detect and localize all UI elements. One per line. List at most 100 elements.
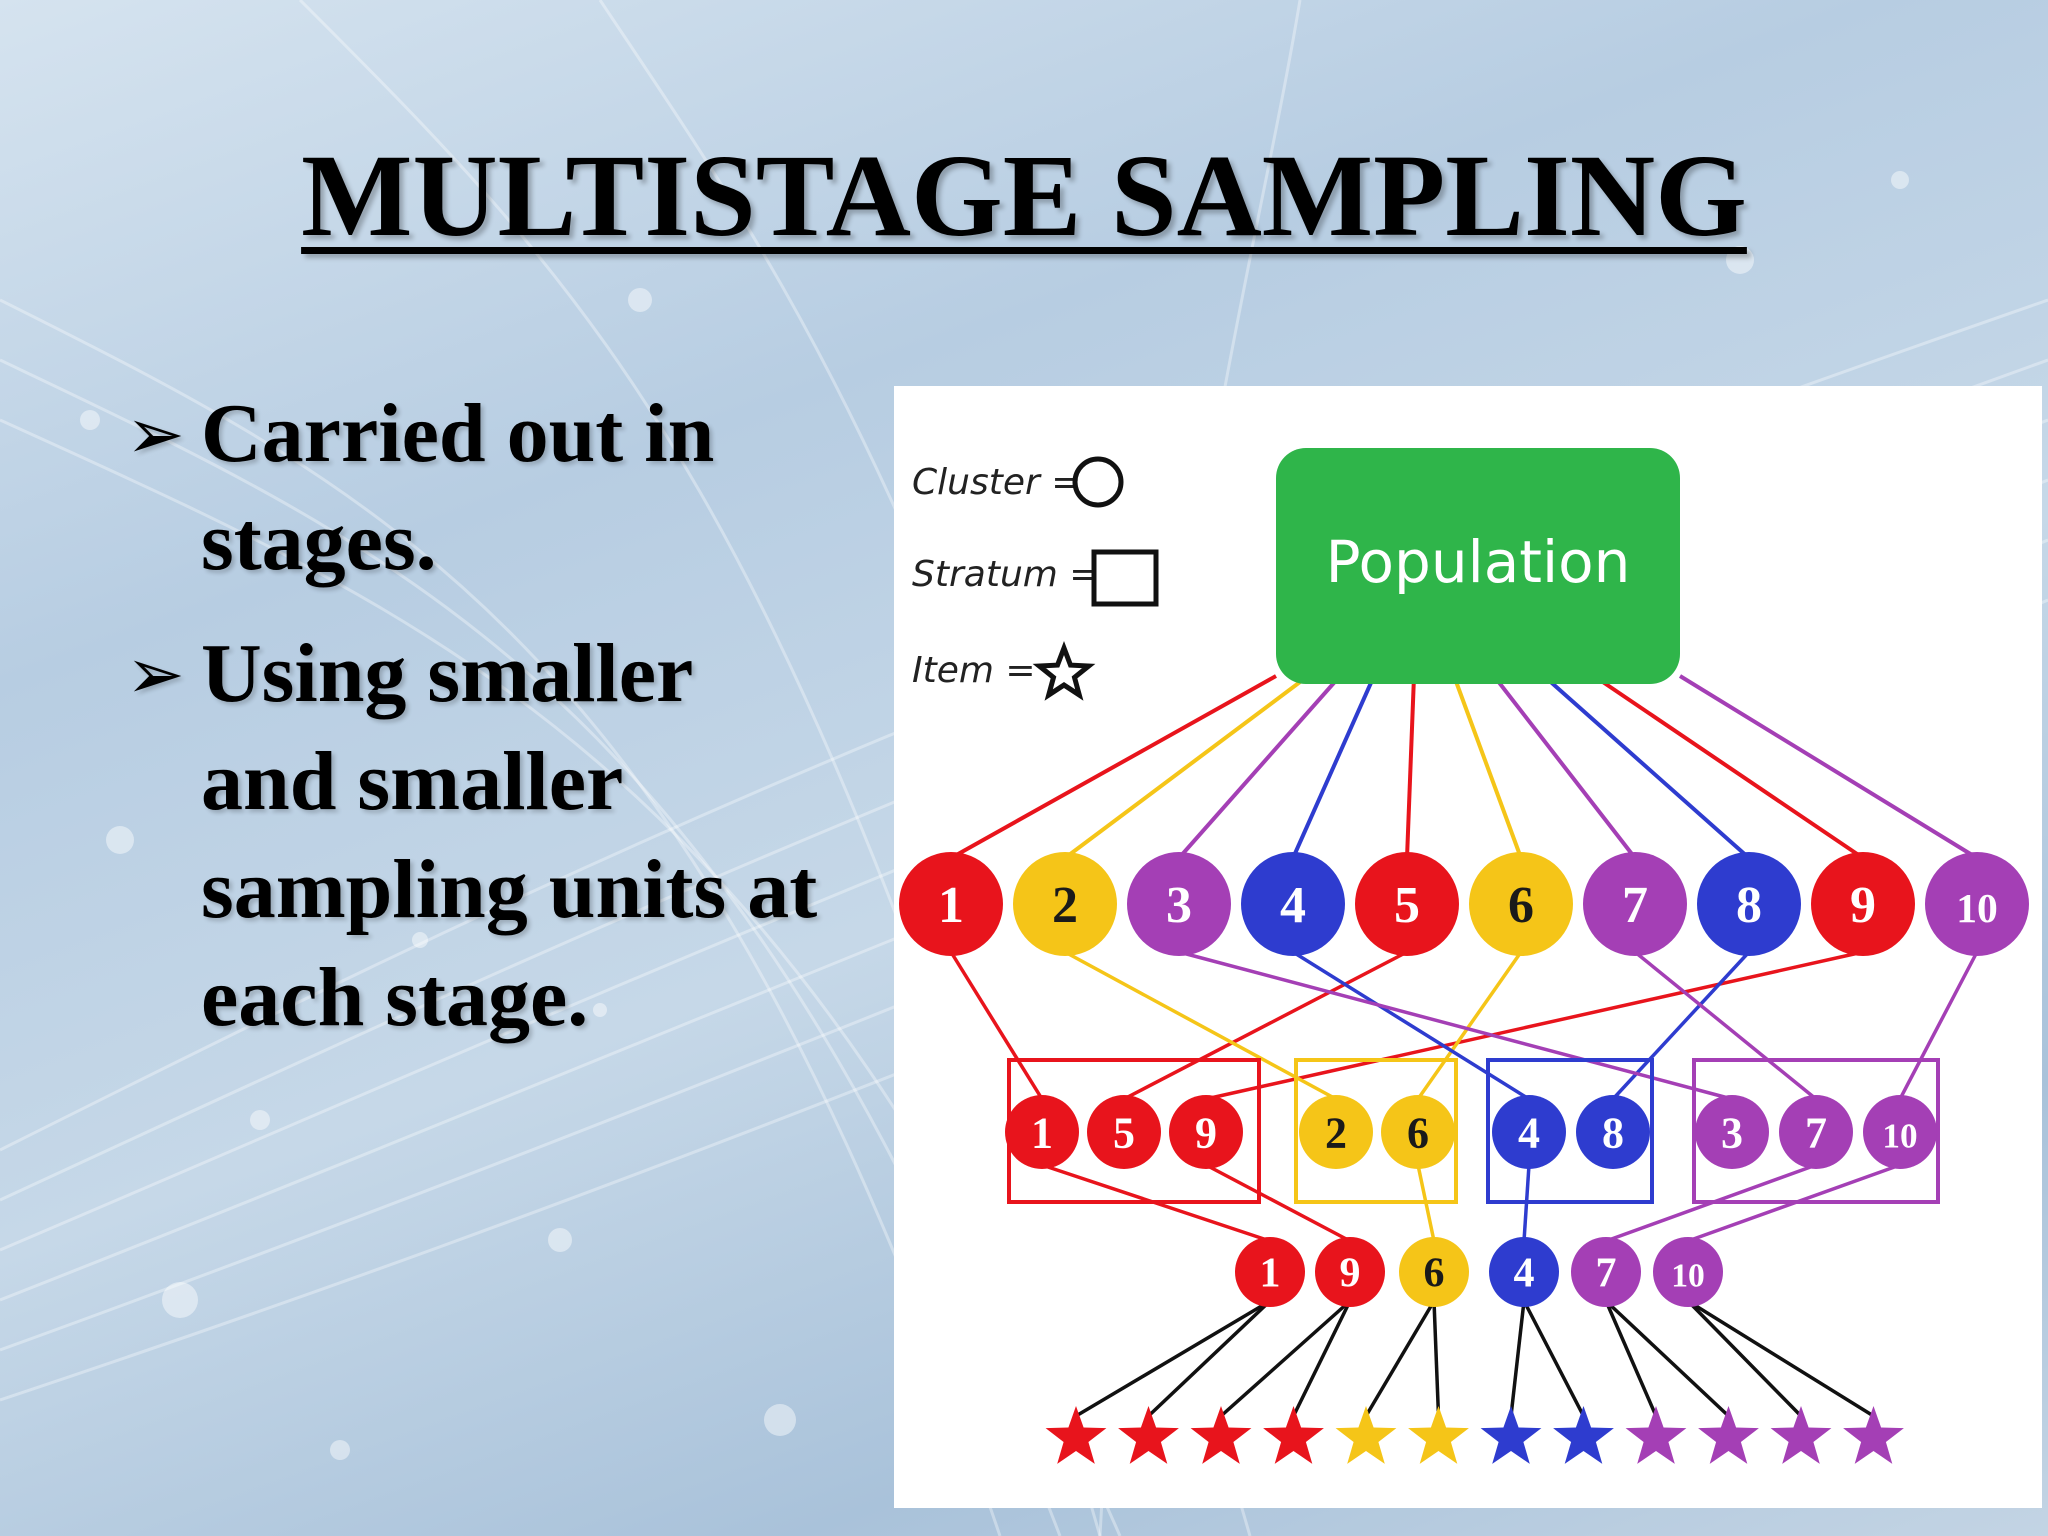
cluster-circle bbox=[1492, 1095, 1566, 1169]
item-link bbox=[1364, 1300, 1436, 1417]
stratum-link bbox=[1292, 950, 1530, 1101]
cluster-circle bbox=[1241, 852, 1345, 956]
cluster-label: 9 bbox=[1850, 877, 1876, 934]
cluster-label: 8 bbox=[1602, 1108, 1624, 1157]
arrow-bullet-icon: ➢ bbox=[126, 393, 185, 475]
item-star bbox=[1190, 1406, 1252, 1464]
stratum-box bbox=[1692, 1058, 1940, 1204]
item-star bbox=[1408, 1406, 1469, 1464]
cluster-label: 10 bbox=[1956, 885, 1998, 931]
cluster-label: 4 bbox=[1518, 1108, 1540, 1157]
cluster-circle bbox=[1469, 852, 1573, 956]
legend: Cluster = Stratum = Item = bbox=[912, 456, 1159, 701]
cluster-circle bbox=[1697, 852, 1801, 956]
stratum-link bbox=[1178, 950, 1733, 1101]
stratum-link bbox=[949, 951, 1044, 1100]
item-star bbox=[1118, 1406, 1179, 1464]
cluster-circle bbox=[1087, 1095, 1161, 1169]
stratum-link bbox=[1898, 951, 1979, 1100]
connector-lines bbox=[949, 674, 1979, 1418]
cluster-circle bbox=[1235, 1237, 1305, 1307]
population-link bbox=[1492, 674, 1637, 860]
cluster-label: 1 bbox=[938, 877, 964, 934]
cluster-circle bbox=[1169, 1095, 1243, 1169]
cluster-circle bbox=[899, 852, 1003, 956]
population-link bbox=[1291, 675, 1376, 859]
cluster-circle bbox=[1399, 1237, 1469, 1307]
cluster-label: 2 bbox=[1325, 1108, 1347, 1157]
bullet-text: Carried out in stages. bbox=[201, 387, 715, 588]
star-icon bbox=[1032, 640, 1096, 701]
stratum-link bbox=[1416, 950, 1523, 1101]
bullet-list: ➢ Carried out in stages. ➢ Using smaller… bbox=[126, 380, 826, 1076]
multistage-sampling-diagram: Cluster = Stratum = Item = Population 1 2… bbox=[899, 448, 2029, 1464]
cluster-label: 9 bbox=[1340, 1251, 1361, 1297]
population-link bbox=[950, 674, 1277, 860]
cluster-label: 7 bbox=[1805, 1108, 1827, 1157]
population-box bbox=[1276, 448, 1680, 684]
item-star bbox=[1770, 1406, 1832, 1464]
item-link bbox=[1219, 1299, 1352, 1418]
cluster-circle bbox=[1127, 852, 1231, 956]
legend-item-label: Item = bbox=[912, 650, 1036, 691]
cluster-label: 7 bbox=[1622, 877, 1648, 934]
cluster-circle bbox=[1005, 1095, 1079, 1169]
cluster-label: 1 bbox=[1260, 1251, 1281, 1297]
cluster-label: 3 bbox=[1721, 1108, 1743, 1157]
cluster-circle bbox=[1576, 1095, 1650, 1169]
item-star bbox=[1335, 1406, 1397, 1464]
population-link bbox=[1678, 674, 1979, 860]
stratum-link bbox=[1205, 950, 1864, 1101]
cluster-label: 4 bbox=[1280, 877, 1306, 934]
item-link bbox=[1522, 1300, 1586, 1417]
cluster-circle bbox=[1863, 1095, 1937, 1169]
cluster-label: 1 bbox=[1031, 1108, 1053, 1157]
slide-title: MULTISTAGE SAMPLING bbox=[0, 128, 2048, 264]
cluster-label: 6 bbox=[1424, 1251, 1445, 1297]
population-link bbox=[1592, 674, 1865, 860]
stratum-link bbox=[1064, 950, 1337, 1101]
cluster-label: 5 bbox=[1394, 877, 1420, 934]
cluster-circle bbox=[1355, 852, 1459, 956]
population-link bbox=[1063, 674, 1310, 860]
legend-cluster-label: Cluster = bbox=[912, 462, 1081, 503]
slide-title-text: MULTISTAGE SAMPLING bbox=[301, 130, 1747, 261]
cluster-circle bbox=[1013, 852, 1117, 956]
cluster-label: 9 bbox=[1195, 1108, 1217, 1157]
population-label: Population bbox=[1326, 528, 1631, 596]
item-link bbox=[1432, 1300, 1441, 1417]
cluster-circle bbox=[1299, 1095, 1373, 1169]
cluster-circle bbox=[1571, 1237, 1641, 1307]
stratum-link bbox=[1123, 950, 1408, 1101]
cluster-circle bbox=[1779, 1095, 1853, 1169]
population-link bbox=[1177, 674, 1342, 860]
cluster-label: 10 bbox=[1882, 1116, 1917, 1155]
circle-icon bbox=[1072, 456, 1124, 508]
population-link bbox=[1405, 675, 1416, 859]
item-link bbox=[1291, 1300, 1352, 1417]
item-link bbox=[1686, 1299, 1803, 1418]
item-link bbox=[1687, 1299, 1875, 1418]
cluster-circle bbox=[1315, 1237, 1385, 1307]
stratum-link bbox=[1633, 950, 1818, 1101]
item-link bbox=[1604, 1299, 1730, 1418]
bullet-item: ➢ Using smaller and smaller sampling uni… bbox=[126, 620, 826, 1052]
cluster-circle bbox=[1583, 852, 1687, 956]
item-stars bbox=[1045, 1406, 1904, 1464]
selection-link bbox=[1205, 1163, 1351, 1243]
item-star bbox=[1843, 1406, 1904, 1464]
item-star bbox=[1480, 1406, 1542, 1464]
stratum-box bbox=[1486, 1058, 1654, 1204]
item-star bbox=[1263, 1406, 1324, 1464]
arrow-bullet-icon: ➢ bbox=[126, 633, 185, 715]
cluster-label: 5 bbox=[1113, 1108, 1135, 1157]
cluster-circle bbox=[1489, 1237, 1559, 1307]
cluster-circle bbox=[1653, 1237, 1723, 1307]
cluster-label: 8 bbox=[1736, 877, 1762, 934]
cluster-circle bbox=[1695, 1095, 1769, 1169]
item-link bbox=[1509, 1300, 1526, 1417]
stratum-box bbox=[1294, 1058, 1458, 1204]
item-star bbox=[1553, 1406, 1614, 1464]
